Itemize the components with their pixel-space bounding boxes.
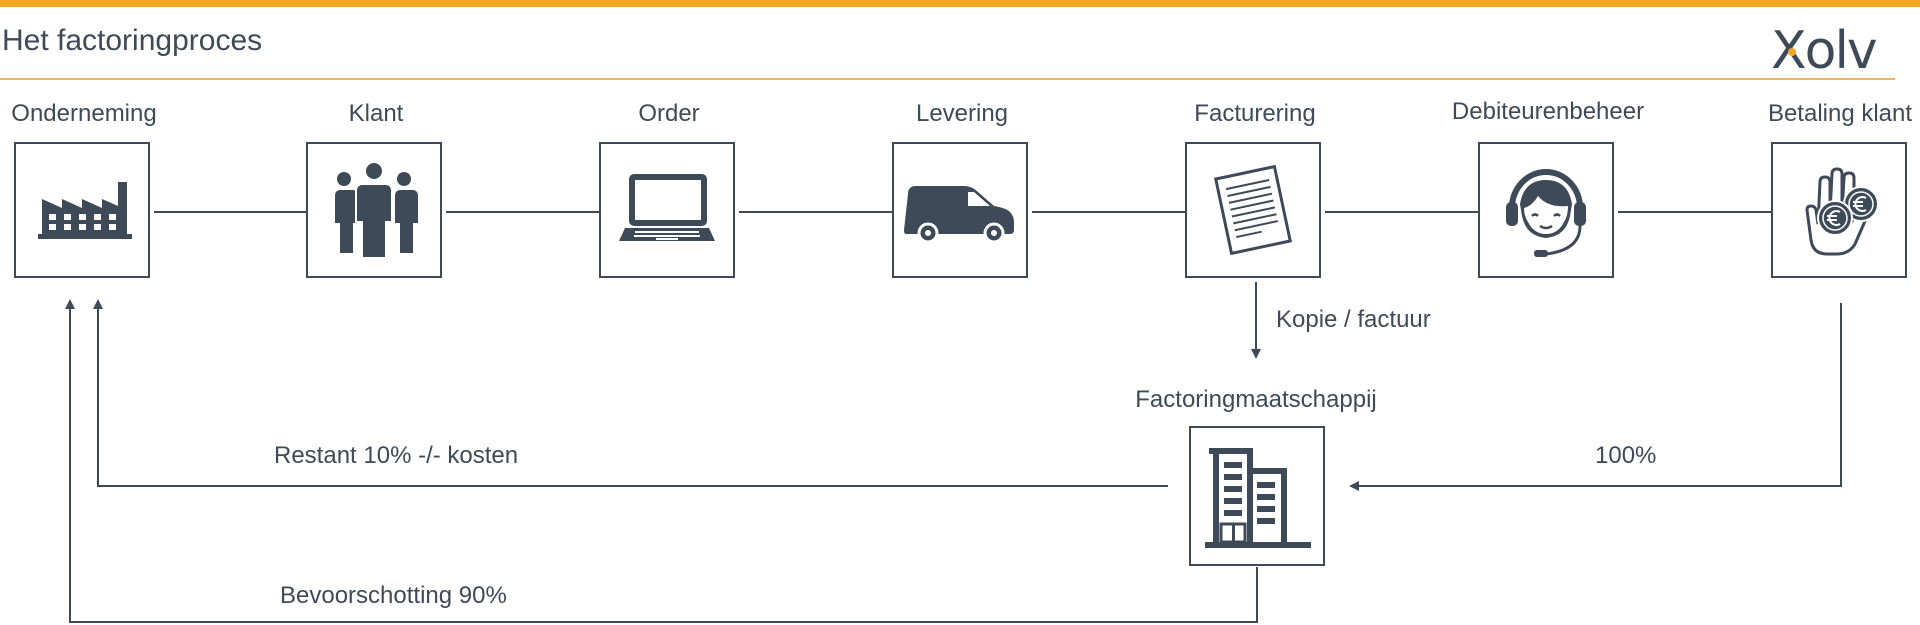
arrow-full-payment [1349, 303, 1842, 491]
step-label-facturering: Facturering [1194, 100, 1316, 127]
office-building-icon [1205, 448, 1311, 548]
logo-dot [1788, 48, 1796, 56]
invoice-icon [1213, 164, 1293, 256]
laptop-icon [619, 174, 715, 241]
step-box-betaling-klant [1771, 142, 1907, 278]
flow-label-copy-invoice: Kopie / factuur [1276, 306, 1431, 333]
step-box-facturering [1185, 142, 1321, 278]
arrow-advance [65, 299, 1258, 623]
factoring-label: Factoringmaatschappij [1135, 386, 1377, 413]
flow-label-full-payment: 100% [1595, 442, 1657, 469]
hand-coins-icon [1805, 167, 1879, 256]
step-label-levering: Levering [915, 100, 1009, 127]
page-title: Het factoringproces [2, 24, 263, 57]
step-box-debiteurenbeheer [1478, 142, 1614, 278]
top-accent-bar [0, 0, 1920, 7]
factoring-box [1189, 426, 1325, 566]
step-label-order: Order [638, 100, 700, 127]
headset-agent-icon [1506, 169, 1586, 257]
step-box-klant [306, 142, 442, 278]
step-label-onderneming: Onderneming [11, 100, 157, 127]
step-box-levering [892, 142, 1028, 278]
van-icon [904, 186, 1014, 244]
step-label-klant: Klant [348, 100, 404, 127]
flow-label-advance: Bevoorschotting 90% [280, 582, 507, 609]
people-icon [335, 161, 418, 259]
xolv-logo: Xolv [1771, 21, 1878, 80]
step-box-order [599, 142, 735, 278]
step-label-betaling-klant: Betaling klant [1767, 100, 1913, 127]
step-box-onderneming [14, 142, 150, 278]
factory-icon [38, 182, 132, 239]
step-label-debiteurenbeheer: Debiteurenbeheer [1451, 98, 1645, 125]
header-divider [0, 78, 1895, 80]
arrow-remainder [93, 299, 1168, 487]
flow-label-remainder: Restant 10% -/- kosten [274, 442, 519, 469]
